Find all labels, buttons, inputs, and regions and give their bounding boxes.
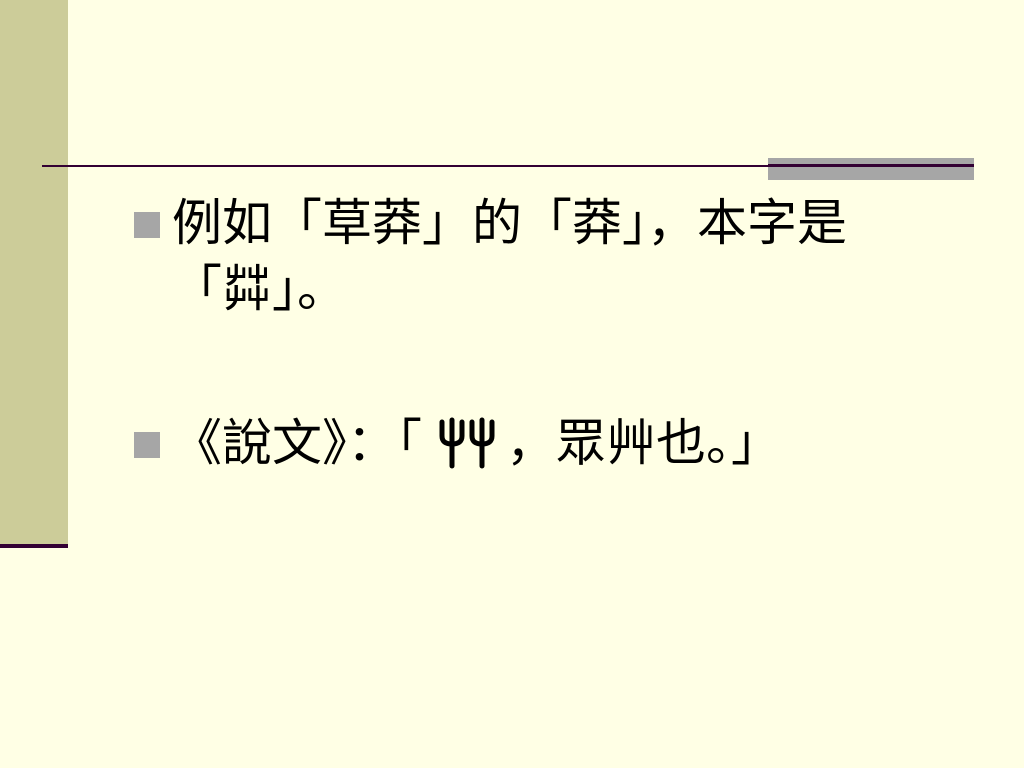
bullet-text: 例如「草莽」的「莽」，本字是「茻」。 (172, 194, 847, 318)
left-decorative-band (0, 0, 68, 546)
seal-script-chuan-icon (439, 417, 495, 469)
accent-bar (768, 158, 974, 180)
bullet-item: 《說文》：「 ，眾艸也。」 (130, 410, 960, 476)
accent-bar-divider (768, 164, 974, 167)
bullet-text: 《說文》：「 ，眾艸也。」 (172, 410, 960, 476)
square-bullet-icon (132, 208, 166, 242)
slide-body: 例如「草莽」的「莽」，本字是「茻」。 《說文》：「 ，眾艸也。」 (130, 190, 960, 564)
title-divider-line (42, 165, 974, 167)
square-bullet-icon (132, 428, 166, 462)
bullet-text-before: 《說文》：「 (172, 414, 422, 472)
bullet-text-after: ，眾艸也。」 (506, 414, 781, 472)
left-band-divider (0, 544, 68, 548)
bullet-item: 例如「草莽」的「莽」，本字是「茻」。 (130, 190, 960, 322)
